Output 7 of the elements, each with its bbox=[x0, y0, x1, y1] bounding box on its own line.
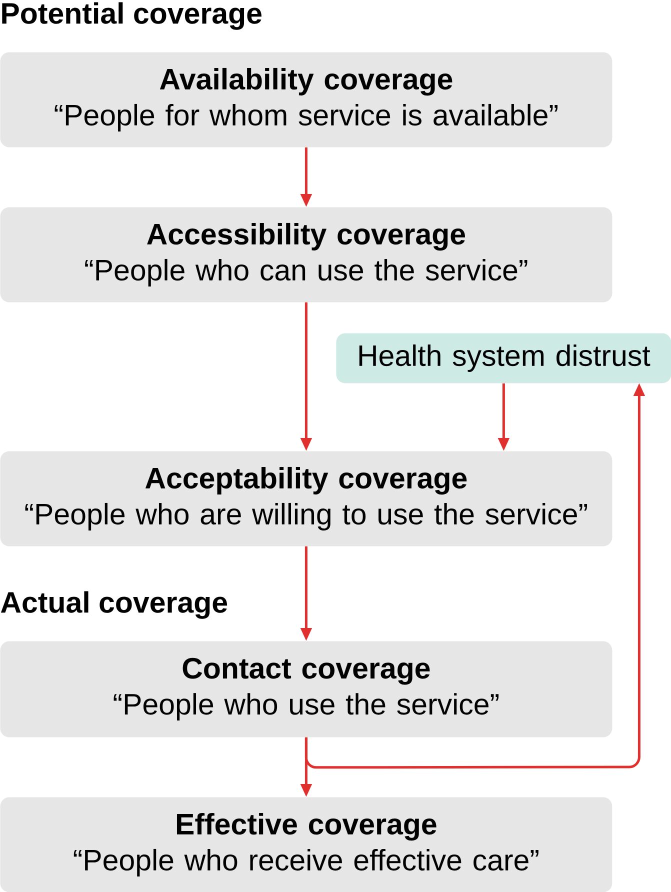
coverage-box: Acceptability coverage “People who are willing to use the service” bbox=[0, 451, 612, 546]
coverage-box: Accessibility coverage “People who can use the service” bbox=[0, 207, 612, 302]
coverage-box: Contact coverage “People who use the service” bbox=[0, 641, 612, 738]
factor-box: Health system distrust bbox=[336, 333, 671, 384]
coverage-box: Effective coverage “People who receive effective care” bbox=[0, 797, 612, 892]
coverage-box: Availability coverage “People for whom service is available” bbox=[0, 52, 612, 148]
section-heading: Actual coverage bbox=[0, 591, 228, 619]
